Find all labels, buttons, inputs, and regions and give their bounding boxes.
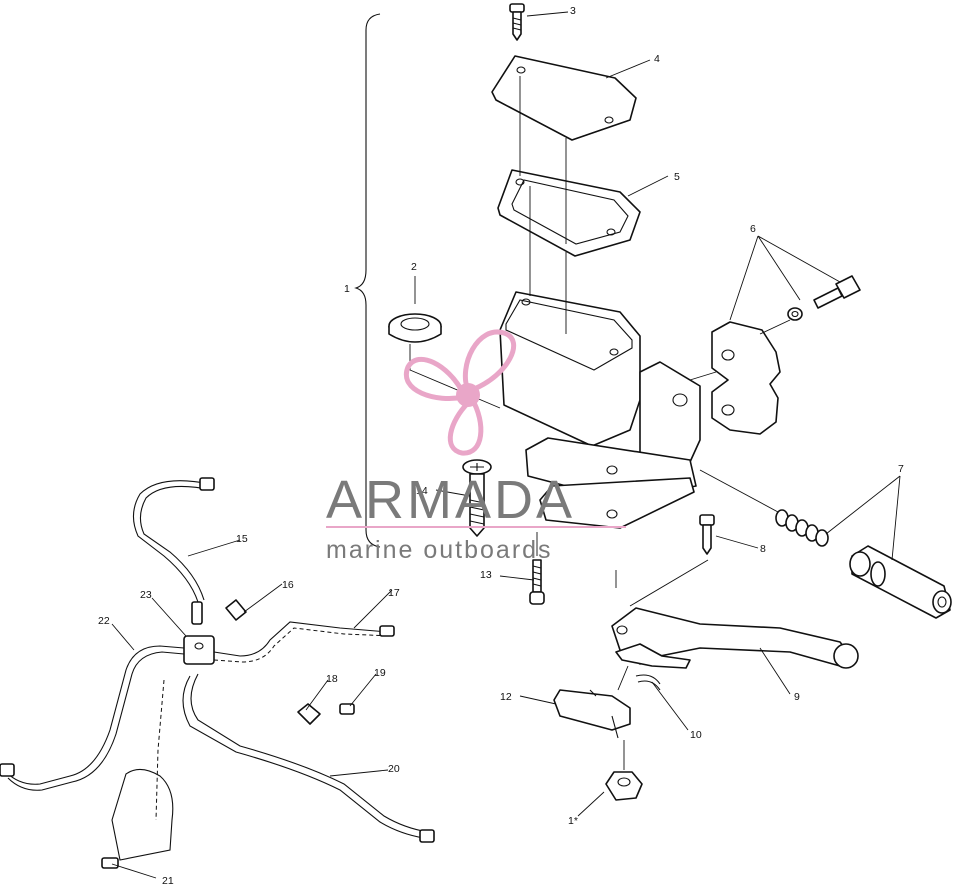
propeller-logo-icon (403, 329, 517, 456)
callout-1: 1 (344, 283, 350, 295)
armada-watermark: ARMADA marine outboards (326, 329, 626, 564)
callout-14: 14 (416, 485, 428, 497)
part-master-cylinder-body (499, 291, 701, 529)
part-screw-14 (462, 459, 492, 537)
part-spring-10 (635, 674, 661, 691)
part-clamp-6 (711, 275, 861, 435)
callout-4: 4 (654, 53, 660, 65)
assembly-brace (354, 13, 381, 548)
watermark-tagline: marine outboards (326, 536, 553, 564)
callout-9: 9 (794, 691, 800, 703)
watermark-rule (326, 526, 626, 528)
assembly-line-clamp (689, 319, 791, 381)
callout-11: 1* (568, 815, 578, 827)
callout-20: 20 (388, 763, 400, 775)
callout-8: 8 (760, 543, 766, 555)
callout-22: 22 (98, 615, 110, 627)
watermark-brand: ARMADA (326, 470, 575, 530)
assembly-line-lever (615, 559, 709, 770)
callout-12: 12 (500, 691, 512, 703)
part-brake-lever-9 (611, 607, 859, 669)
callout-13: 13 (480, 569, 492, 581)
part-piston-kit-7 (775, 509, 952, 619)
part-switch-bracket-12 (553, 689, 631, 739)
part-reservoir-cover-4 (491, 55, 637, 141)
callout-16: 16 (282, 579, 294, 591)
callout-6: 6 (750, 223, 756, 235)
assembly-line-cover (519, 76, 567, 334)
assembly-line-piston (699, 469, 779, 513)
part-screw-8 (699, 514, 715, 555)
callout-7: 7 (898, 463, 904, 475)
hose-assembly (0, 477, 435, 869)
callout-10: 10 (690, 729, 702, 741)
part-boot-2 (388, 313, 442, 343)
callout-18: 18 (326, 673, 338, 685)
part-diaphragm-5 (497, 169, 641, 257)
callout-19: 19 (374, 667, 386, 679)
part-screw-13 (529, 559, 545, 605)
callout-5: 5 (674, 171, 680, 183)
part-screw-3 (509, 3, 525, 41)
callout-23: 23 (140, 589, 152, 601)
callout-labels: 1 2 3 4 5 6 7 8 9 10 1* 12 13 14 15 16 1… (98, 5, 904, 886)
callout-17: 17 (388, 587, 400, 599)
callout-15: 15 (236, 533, 248, 545)
callout-21: 21 (162, 875, 174, 886)
callout-2: 2 (411, 261, 417, 273)
callout-3: 3 (570, 5, 576, 17)
callout-leaders (111, 11, 901, 879)
part-nut-11 (605, 771, 643, 801)
